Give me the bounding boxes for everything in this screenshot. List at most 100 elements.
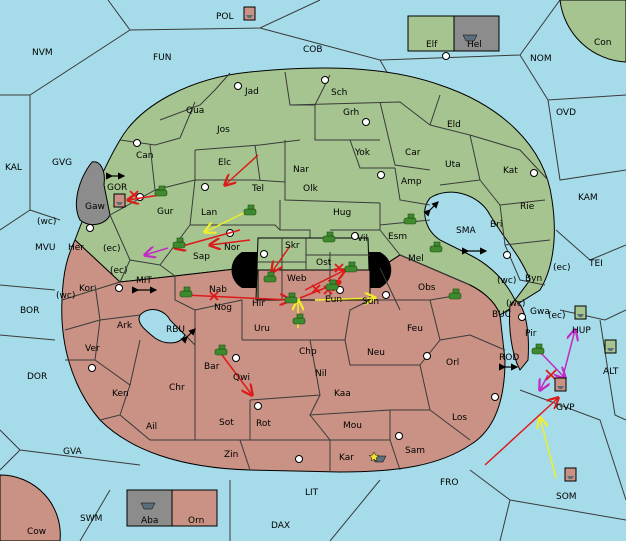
province-label-ark: Ark bbox=[117, 321, 133, 331]
province-label-ken: Ken bbox=[112, 389, 129, 399]
sea-label-nom: NOM bbox=[530, 54, 552, 64]
province-label-grh: Grh bbox=[343, 108, 359, 118]
province-label-skr: Skr bbox=[285, 241, 300, 251]
sea-label-con: Con bbox=[594, 38, 612, 48]
province-label-kor: Kor bbox=[79, 284, 94, 294]
sea-label-gor: GOR bbox=[107, 183, 127, 193]
sea-label-fun: FUN bbox=[153, 53, 172, 63]
province-label-tel: Tel bbox=[251, 184, 264, 194]
province-label-yok: Yok bbox=[354, 148, 371, 158]
province-label-sam: Sam bbox=[405, 446, 425, 456]
province-label-qwi: Qwi bbox=[233, 373, 250, 383]
province-label-nor: Nor bbox=[224, 243, 240, 253]
province-label-her: Her bbox=[68, 243, 84, 253]
sea-label-mvu: MVU bbox=[35, 243, 56, 253]
province-label-jad: Jad bbox=[244, 87, 259, 97]
coast-label: (wc) bbox=[37, 217, 56, 227]
connection-arrows bbox=[106, 172, 519, 371]
province-label-qua: Qua bbox=[186, 106, 204, 116]
sea-label-lit: LIT bbox=[305, 488, 319, 498]
sea-label-kam: KAM bbox=[578, 193, 598, 203]
army-icon bbox=[179, 286, 193, 298]
province-label-sch: Sch bbox=[331, 88, 347, 98]
province-label-gaw: Gaw bbox=[85, 202, 105, 212]
province-elf-shape bbox=[407, 15, 455, 52]
province-label-olk: Olk bbox=[303, 184, 319, 194]
province-label-feu: Feu bbox=[407, 324, 423, 334]
sea-label-mit: MIT bbox=[136, 276, 152, 286]
province-label-jos: Jos bbox=[216, 125, 230, 135]
sea-label-dax: DAX bbox=[271, 521, 290, 531]
army-icon bbox=[429, 241, 443, 253]
province-label-vil: Vil bbox=[357, 234, 368, 244]
army-icon bbox=[214, 344, 228, 356]
province-orn-shape bbox=[171, 489, 218, 527]
sea-label-bor: BOR bbox=[20, 306, 39, 316]
province-label-aba: Aba bbox=[141, 516, 158, 526]
army-icon bbox=[263, 271, 277, 283]
coast-label: (ec) bbox=[548, 311, 566, 321]
star-icon bbox=[368, 451, 380, 462]
green-boundaries bbox=[109, 71, 551, 286]
province-label-los: Los bbox=[452, 413, 467, 423]
sea-label-gvg: GVG bbox=[52, 158, 72, 168]
army-icon bbox=[531, 343, 545, 355]
province-label-rie: Rie bbox=[520, 202, 535, 212]
army-icon bbox=[172, 237, 186, 249]
land-labels: Jad Sch Qua Jos Grh Eld Can Yok Car Elc … bbox=[27, 40, 591, 537]
province-label-hug: Hug bbox=[333, 208, 351, 218]
province-label-sun: Sun bbox=[362, 297, 379, 307]
army-icon bbox=[448, 288, 462, 300]
province-label-elf: Elf bbox=[426, 40, 438, 50]
province-label-sap: Sap bbox=[193, 252, 210, 262]
army-icon bbox=[325, 279, 339, 291]
province-label-kat: Kat bbox=[503, 166, 518, 176]
sea-label-pol: POL bbox=[216, 12, 234, 22]
province-label-orl: Orl bbox=[446, 358, 459, 368]
inner-sea-sma bbox=[424, 191, 531, 301]
province-label-rot: Rot bbox=[256, 419, 271, 429]
fleet-markers bbox=[113, 6, 617, 510]
province-label-chr: Chr bbox=[169, 383, 185, 393]
sea-label-cob: COB bbox=[303, 45, 323, 55]
province-label-mel: Mel bbox=[408, 254, 424, 264]
province-label-byn: Byn bbox=[525, 274, 542, 284]
province-label-eun: Eun bbox=[325, 295, 342, 305]
province-label-cow: Cow bbox=[27, 527, 46, 537]
red-boundaries bbox=[61, 254, 506, 472]
armies bbox=[154, 185, 545, 356]
coast-label: (ec) bbox=[110, 266, 128, 276]
army-icon bbox=[344, 261, 358, 273]
province-label-hir: Hir bbox=[252, 299, 265, 309]
province-label-bri: Bri bbox=[490, 220, 502, 230]
province-label-lan: Lan bbox=[201, 208, 217, 218]
province-label-esm: Esm bbox=[388, 232, 407, 242]
island-con bbox=[559, 0, 626, 63]
province-label-nil: Nil bbox=[315, 369, 327, 379]
province-label-kar: Kar bbox=[339, 453, 354, 463]
province-label-gur: Gur bbox=[157, 207, 174, 217]
coast-labels: (wc) (ec) (ec) (wc) (wc) (ec) (wc) (ec) bbox=[37, 217, 571, 321]
province-hel-shape bbox=[453, 15, 500, 52]
province-label-amp: Amp bbox=[401, 177, 422, 187]
sea-label-alt: ALT bbox=[603, 367, 619, 377]
sea-label-sma: SMA bbox=[456, 226, 476, 236]
sea-label-fro: FRO bbox=[440, 478, 459, 488]
coast-label: (ec) bbox=[553, 263, 571, 273]
province-label-gvp: GVP bbox=[556, 403, 575, 413]
sea-labels: POL NVM FUN COB NOM Con OVD KAL GVG GOR … bbox=[5, 12, 619, 531]
province-gaw-shape bbox=[75, 161, 111, 226]
province-label-obs: Obs bbox=[418, 283, 436, 293]
province-label-sot: Sot bbox=[219, 418, 234, 428]
province-label-mou: Mou bbox=[343, 421, 362, 431]
province-label-eld: Eld bbox=[447, 120, 461, 130]
coast-label: (wc) bbox=[506, 299, 525, 309]
province-label-chp: Chp bbox=[299, 347, 317, 357]
coast-label: (wc) bbox=[497, 276, 516, 286]
army-icon bbox=[284, 292, 298, 304]
supply-centers bbox=[86, 52, 538, 463]
island-cow bbox=[0, 474, 61, 541]
army-icon bbox=[403, 213, 417, 225]
